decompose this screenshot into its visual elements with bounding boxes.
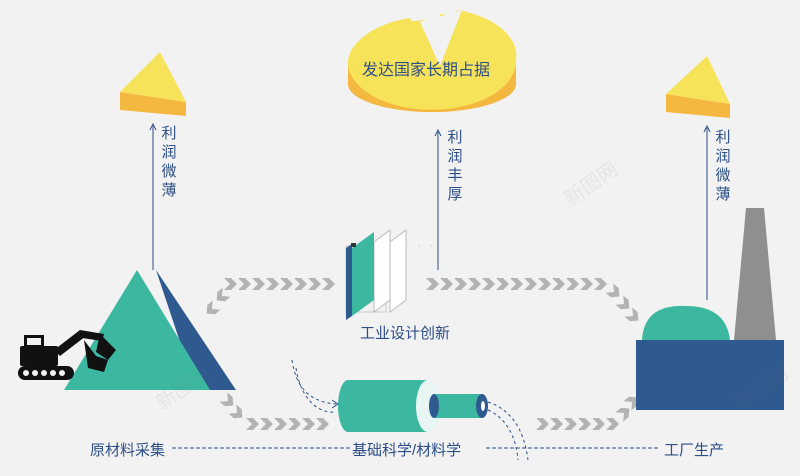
stage-science: 基础科学/材料学 <box>352 442 462 459</box>
mountain-icon <box>64 270 236 390</box>
stage-design: 工业设计创新 <box>360 325 451 342</box>
flow-arrows-top-right <box>426 278 643 326</box>
stage-raw: 原材料采集 <box>90 442 166 459</box>
pie-icon <box>347 10 517 112</box>
excavator-icon <box>18 330 116 380</box>
design-panels-icon <box>345 229 436 320</box>
stage-factory: 工厂生产 <box>664 442 725 459</box>
arrow-right <box>703 124 711 300</box>
flow-arrows-top-left <box>202 278 335 319</box>
flow-arrows-bottom-left <box>219 392 329 430</box>
flow-arrows-bottom-right <box>536 392 642 430</box>
cheese-icon-right <box>666 56 730 118</box>
arrow-left <box>149 122 157 270</box>
arrow-middle <box>434 128 442 270</box>
profit-label-middle: 利润丰厚 <box>447 129 463 203</box>
profit-label-right: 利润微薄 <box>715 129 731 203</box>
profit-label-left: 利润微薄 <box>161 125 177 199</box>
pie-title: 发达国家长期占据 <box>362 62 491 79</box>
pipe-icon <box>291 359 529 461</box>
cheese-icon-left <box>120 52 186 116</box>
factory-icon <box>636 208 784 410</box>
